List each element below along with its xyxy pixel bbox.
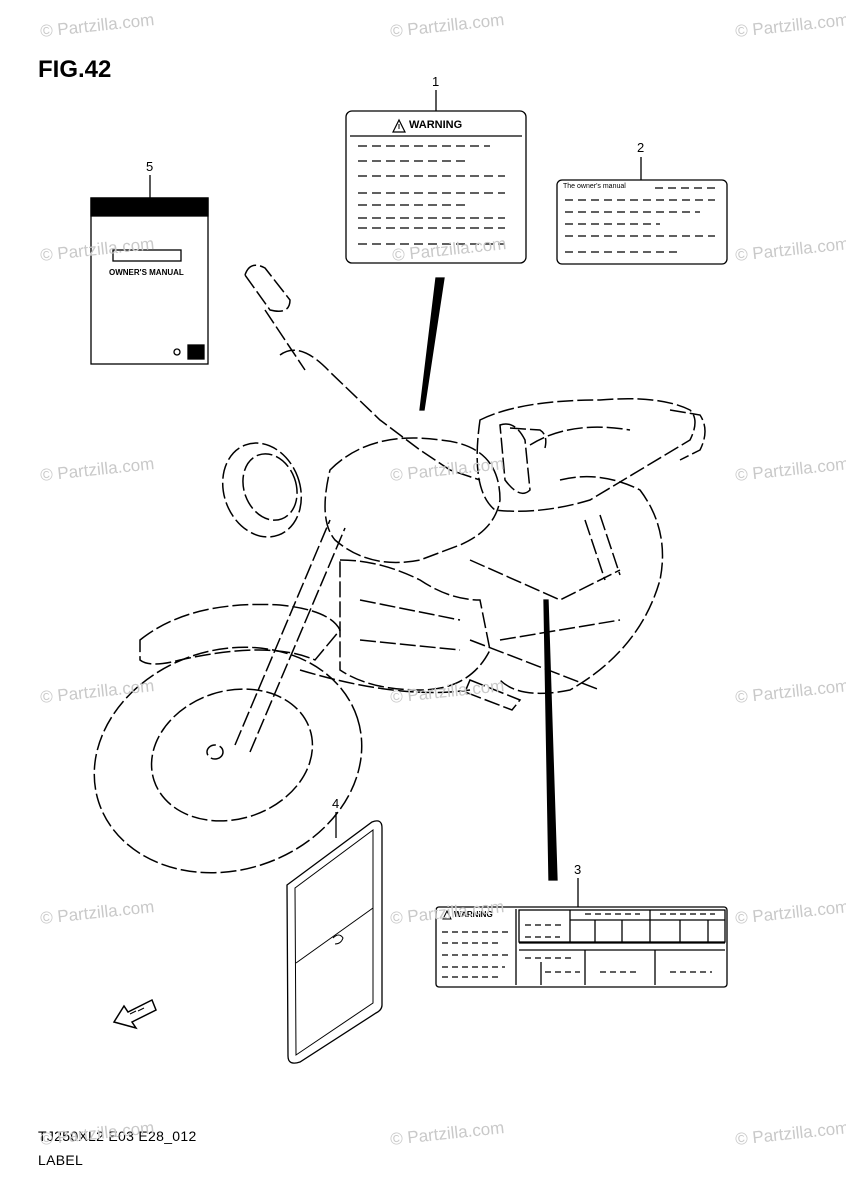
figure-title: FIG.42 <box>38 56 112 83</box>
section-label: LABEL <box>38 1152 84 1168</box>
motorcycle-outline <box>93 264 706 874</box>
part-label-2: The owner's manual <box>563 183 626 190</box>
part-label-1: WARNING <box>409 119 463 131</box>
part-number-4: 4 <box>332 796 340 811</box>
model-code: TJ250XL2 E03 E28_012 <box>38 1128 197 1144</box>
front-arrow-icon <box>112 998 157 1030</box>
part-number-2: 2 <box>637 140 645 155</box>
part-number-1: 1 <box>432 74 440 89</box>
manual-notice-label-2[interactable] <box>556 157 728 265</box>
part-label-5: OWNER'S MANUAL <box>109 268 184 277</box>
owners-manual-book-5[interactable] <box>90 175 209 365</box>
leader-1 <box>419 277 445 411</box>
part-label-3: WARNING <box>454 910 493 919</box>
sticker-sheet-4[interactable] <box>286 812 383 1064</box>
part-number-3: 3 <box>574 862 582 877</box>
warning-label-1[interactable] <box>345 90 527 264</box>
part-number-5: 5 <box>146 159 154 174</box>
leader-3 <box>543 599 558 881</box>
warning-label-3[interactable] <box>435 878 728 988</box>
